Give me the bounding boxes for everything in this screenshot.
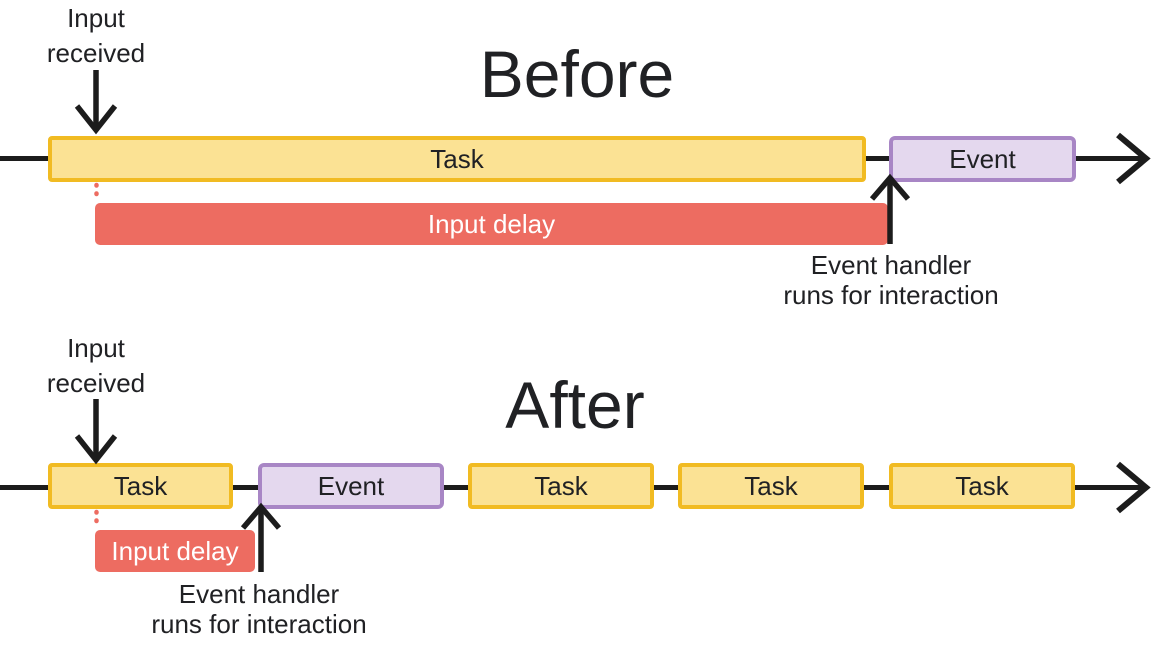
after-task-box-4: Task xyxy=(889,463,1075,509)
after-task-box-3: Task xyxy=(678,463,864,509)
before-input-delay-label: Input delay xyxy=(427,208,556,239)
after-task-label-4: Task xyxy=(955,470,1009,501)
before-event-label: Event xyxy=(949,143,1016,174)
after-title: After xyxy=(505,368,645,442)
after-input-delay-label: Input delay xyxy=(111,535,239,566)
after-task-box-1: Task xyxy=(48,463,233,509)
before-title: Before xyxy=(479,37,675,111)
after-task-box-2: Task xyxy=(468,463,654,509)
before-input-received-label: Input received xyxy=(46,3,146,68)
after-task-label-3: Task xyxy=(744,470,798,501)
before-input-down-arrow-icon xyxy=(74,70,118,135)
after-task-label-1: Task xyxy=(113,470,168,501)
before-task-bar: Task xyxy=(48,136,866,182)
before-event-handler-line2: runs for interaction xyxy=(783,280,999,310)
before-event-handler-note: Event handler runs for interaction xyxy=(741,250,1041,310)
after-task-label-2: Task xyxy=(534,470,588,501)
after-event-handler-note: Event handler runs for interaction xyxy=(109,579,409,639)
after-event-handler-line1: Event handler xyxy=(178,579,340,609)
after-event-label: Event xyxy=(317,470,385,501)
before-event-box: Event xyxy=(889,136,1076,182)
after-input-delay-bar: Input delay xyxy=(95,530,255,572)
after-event-box: Event xyxy=(258,463,444,509)
after-input-received-label: Input received xyxy=(46,333,146,398)
after-input-down-arrow-icon xyxy=(74,399,118,465)
before-input-delay-bar: Input delay xyxy=(95,203,888,245)
after-event-handler-line2: runs for interaction xyxy=(151,609,367,639)
before-task-label: Task xyxy=(430,143,484,174)
before-event-handler-line1: Event handler xyxy=(810,250,972,280)
